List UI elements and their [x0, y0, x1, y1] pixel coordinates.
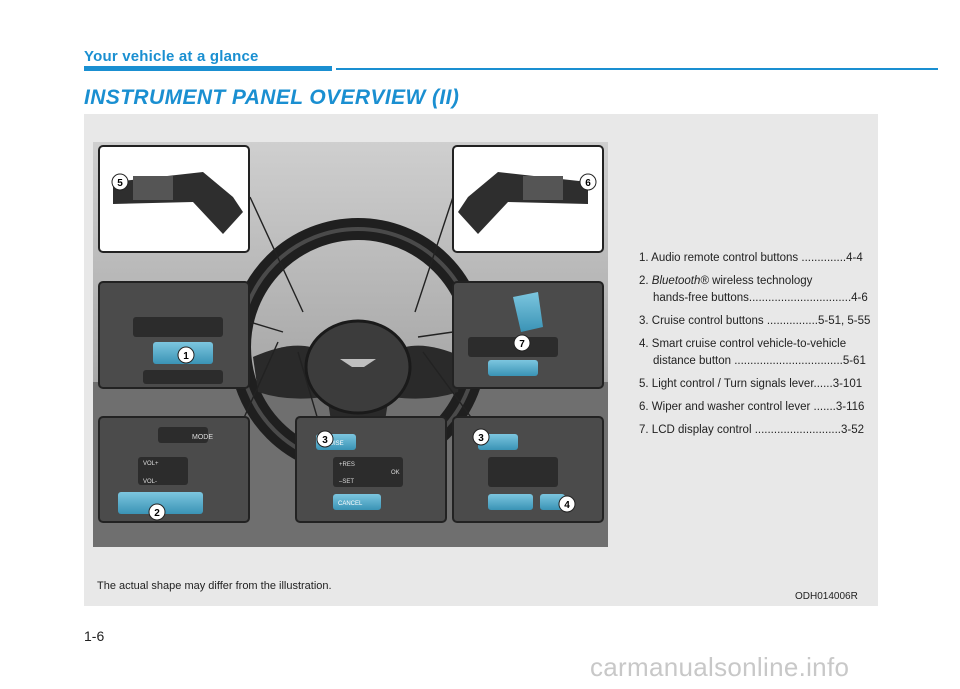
page-title: INSTRUMENT PANEL OVERVIEW (II) [84, 86, 460, 109]
legend-item: 4. Smart cruise control vehicle-to-vehic… [639, 338, 866, 367]
label-ok: OK [391, 470, 400, 476]
steering-wheel-illustration: 5 6 1 7 MODE VOL+ VOL- 2 [93, 142, 608, 547]
callout-leader-lines [242, 196, 474, 421]
inset-audio-controls: 1 [98, 281, 250, 389]
legend-item: 5. Light control / Turn signals lever...… [639, 378, 863, 390]
inset-smart-cruise-buttons: 3 4 [452, 416, 604, 523]
label-cruise: CRUISE [321, 441, 344, 447]
callout-4: 4 [564, 500, 570, 511]
inset-lcd-control: 7 [452, 281, 604, 389]
callout-6: 6 [585, 178, 591, 189]
callout-3-left: 3 [322, 435, 328, 446]
callout-1: 1 [183, 351, 189, 362]
callout-3-right: 3 [478, 433, 484, 444]
legend-item: 7. LCD display control .................… [639, 424, 864, 436]
inset-light-lever: 5 [98, 145, 250, 253]
header-rule-thin [336, 68, 938, 70]
inset-cruise-buttons: CRUISE +RES –SET OK CANCEL 3 [295, 416, 447, 523]
header-rule-thick [84, 66, 332, 71]
callout-5: 5 [117, 178, 123, 189]
figure-code: ODH014006R [795, 591, 858, 602]
page-number: 1-6 [84, 628, 105, 644]
reference-legend: 1. Audio remote control buttons ........… [639, 250, 871, 445]
callout-2: 2 [154, 508, 160, 519]
label-set: –SET [339, 479, 354, 485]
figure-caption: The actual shape may differ from the ill… [97, 580, 332, 592]
label-mode: MODE [192, 434, 213, 441]
section-label: Your vehicle at a glance [84, 48, 259, 65]
label-cancel: CANCEL [338, 501, 363, 507]
label-res: +RES [339, 462, 355, 468]
legend-item: 3. Cruise control buttons ..............… [639, 315, 871, 327]
callout-7: 7 [519, 339, 525, 350]
legend-item: 1. Audio remote control buttons ........… [639, 252, 863, 264]
inset-handsfree-buttons: MODE VOL+ VOL- 2 [98, 416, 250, 523]
label-vol-down: VOL- [143, 479, 157, 485]
inset-wiper-lever: 6 [452, 145, 604, 253]
watermark: carmanualsonline.info [590, 652, 850, 682]
legend-item: 6. Wiper and washer control lever ......… [639, 401, 865, 413]
label-vol-up: VOL+ [143, 461, 159, 467]
legend-item: 2. Bluetooth® wireless technology hands-… [639, 275, 868, 304]
